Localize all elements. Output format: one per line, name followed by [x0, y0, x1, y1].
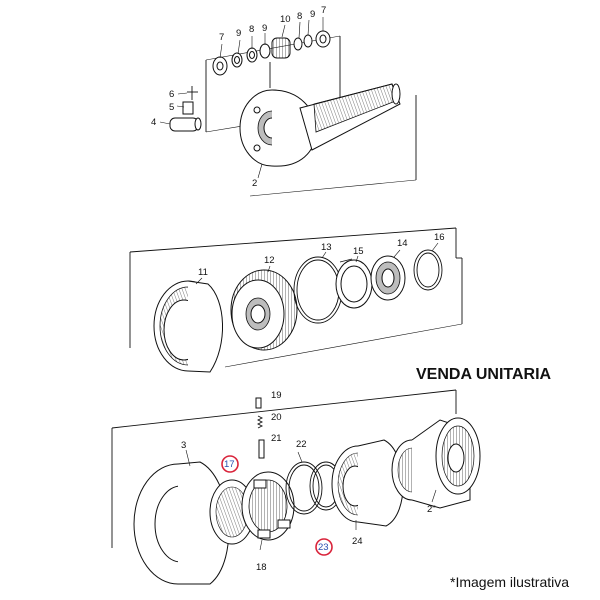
leader-lines: [159, 17, 439, 551]
callout-3: 3: [181, 440, 186, 451]
callout-15: 15: [353, 246, 364, 257]
callout-5: 5: [169, 102, 174, 113]
snap-ring-13-inner: [296, 259, 340, 321]
callout-18: 18: [256, 562, 267, 573]
callout-4: 4: [151, 117, 156, 128]
snap-ring-16: [413, 249, 443, 291]
callout-7: 7: [321, 5, 326, 16]
leader: [177, 92, 188, 95]
plunger-21: [258, 439, 265, 459]
leader: [176, 105, 185, 108]
output-gear-2b-bore: [447, 443, 465, 473]
leader: [307, 19, 310, 36]
gear-12-bore: [250, 304, 266, 324]
leader: [431, 242, 439, 252]
callout-21: 21: [271, 433, 282, 444]
group-middle-ring-gear: [129, 227, 463, 373]
washer-9-hole: [234, 56, 240, 64]
callout-17: 17: [224, 459, 235, 470]
illustrative-image-note: *Imagem ilustrativa: [450, 574, 570, 590]
hub-block: [253, 479, 267, 489]
callout-2: 2: [252, 178, 257, 189]
hub-block: [277, 519, 291, 529]
washer-9c: [293, 37, 303, 51]
sale-banner: VENDA UNITARIA: [416, 366, 552, 383]
callout-22: 22: [296, 439, 307, 450]
leader: [257, 163, 263, 179]
leader: [297, 451, 303, 463]
frame-line: [129, 227, 457, 253]
callout-9: 9: [310, 9, 315, 20]
leader: [219, 43, 223, 59]
highlight-ring-23: [315, 538, 333, 556]
snap-ring-13: [293, 256, 343, 324]
leader: [237, 39, 241, 55]
callout-8: 8: [297, 11, 302, 22]
pinion-gear-10: [271, 37, 291, 59]
pin-5: [182, 101, 194, 115]
callout-16: 16: [434, 232, 445, 243]
callout-9: 9: [236, 28, 241, 39]
callout-7: 7: [219, 32, 224, 43]
callout-24: 24: [352, 536, 363, 547]
leader: [321, 251, 327, 259]
snap-ring-22-inner: [288, 464, 320, 512]
snap-ring-16-inner: [416, 252, 440, 288]
leader: [267, 265, 271, 273]
leader: [298, 21, 301, 39]
leader: [431, 489, 437, 503]
callout-6: 6: [169, 89, 174, 100]
leader: [355, 255, 359, 263]
callout-9: 9: [262, 23, 267, 34]
leader: [281, 24, 286, 38]
washer-7b-hole: [319, 34, 327, 44]
carrier-hole: [253, 106, 261, 114]
leader: [185, 449, 191, 467]
ring-gear-11-side: [187, 280, 224, 373]
callout-2b: 2": [427, 504, 436, 515]
washer-8-hole: [249, 51, 255, 59]
frame-line: [224, 323, 463, 368]
leader: [393, 249, 401, 258]
frame-line: [249, 179, 417, 197]
bearing-14-bore: [381, 268, 395, 288]
callouts: 7 9 8 9 10 8 9 7 6 5 4 2 11 12 13 15 14 …: [151, 5, 445, 573]
group-bottom-clutch: [111, 389, 481, 585]
callout-19: 19: [271, 390, 282, 401]
highlight-ring-17: [221, 455, 239, 473]
leader: [259, 539, 263, 551]
pin-4: [169, 117, 199, 132]
pin-4-end: [194, 117, 202, 131]
hub-block: [257, 529, 271, 539]
callout-10: 10: [280, 14, 291, 25]
shaft-end: [391, 83, 401, 105]
callout-23: 23: [318, 542, 329, 553]
ring-15-inner: [340, 265, 368, 303]
callout-13: 13: [321, 242, 332, 253]
leader: [195, 277, 203, 285]
group-top-input-shaft: [169, 30, 417, 197]
callout-8: 8: [249, 24, 254, 35]
washer-9b: [259, 43, 271, 59]
snap-ring-22: [285, 461, 323, 515]
washer-7-hole: [216, 61, 224, 71]
callout-14: 14: [397, 238, 408, 249]
ring-15-edge: [339, 258, 353, 263]
carrier-hole: [253, 144, 261, 152]
washer-8b: [303, 34, 313, 48]
leader: [159, 121, 171, 125]
callout-20: 20: [271, 412, 282, 423]
spring-20: [256, 415, 264, 429]
frame-line: [111, 389, 457, 429]
callout-12: 12: [264, 255, 275, 266]
callout-11: 11: [198, 267, 208, 278]
pin-19: [255, 397, 262, 409]
